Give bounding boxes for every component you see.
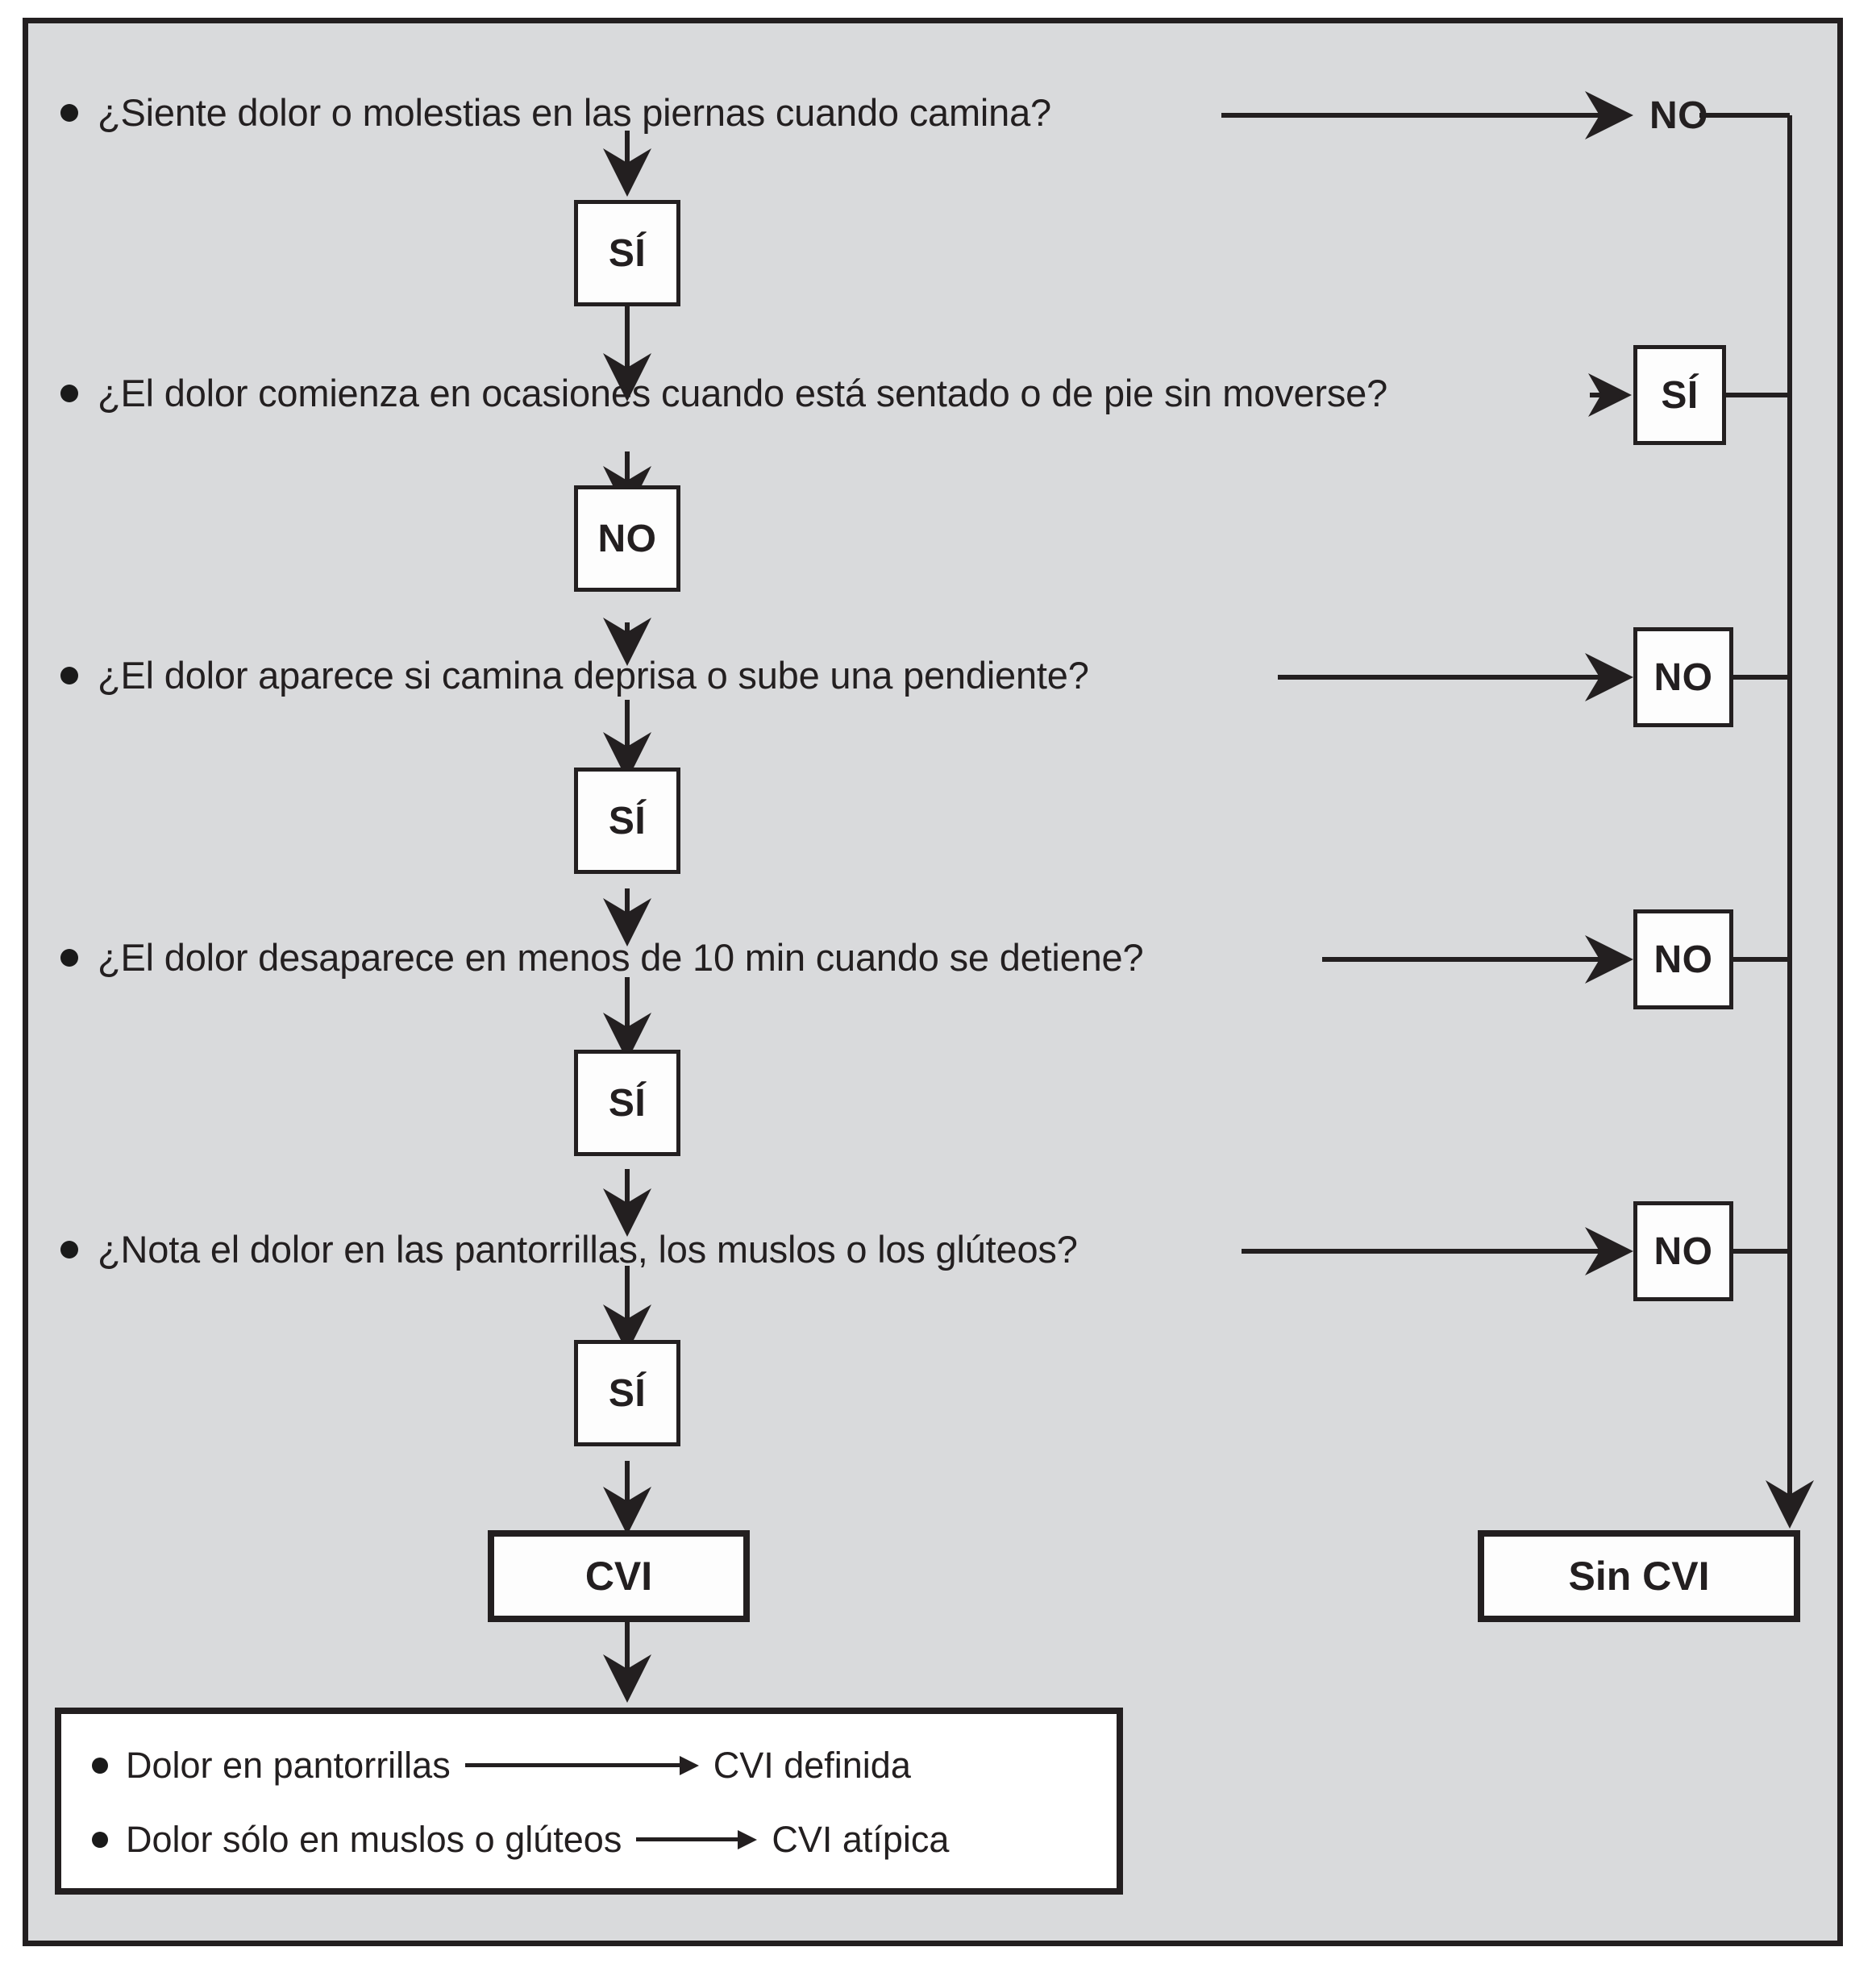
question-row-5: ¿Nota el dolor en las pantorrillas, los … [60,1227,1078,1271]
bullet-icon [60,948,78,967]
result-arrow-icon [636,1830,758,1849]
question-text: ¿El dolor desaparece en menos de 10 min … [98,936,1144,979]
result-condition: Dolor sólo en muslos o glúteos [126,1819,622,1860]
result-outcome: CVI definida [713,1745,911,1786]
bullet-icon [92,1832,108,1848]
terminal-box-cvi[interactable]: CVI [488,1530,750,1622]
bullet-icon [60,103,78,122]
question-text: ¿El dolor comienza en ocasiones cuando e… [98,372,1388,414]
question-row-3: ¿El dolor aparece si camina deprisa o su… [60,653,1089,697]
decision-box-center-1[interactable]: SÍ [574,200,680,306]
question-row-2: ¿El dolor comienza en ocasiones cuando e… [60,371,1387,415]
diagram-panel [23,18,1843,1946]
branch-box-no-3[interactable]: NO [1633,627,1733,727]
decision-box-center-5[interactable]: SÍ [574,1340,680,1446]
decision-box-center-4[interactable]: SÍ [574,1050,680,1156]
result-arrow-icon [464,1756,699,1775]
result-condition: Dolor en pantorrillas [126,1745,451,1786]
question-row-1: ¿Siente dolor o molestias en las piernas… [60,90,1051,135]
bullet-icon [92,1758,108,1774]
question-row-4: ¿El dolor desaparece en menos de 10 min … [60,935,1144,980]
result-outcome: CVI atípica [772,1819,950,1860]
result-row-2: Dolor sólo en muslos o glúteos CVI atípi… [92,1819,949,1861]
bullet-icon [60,1240,78,1259]
question-text: ¿Nota el dolor en las pantorrillas, los … [98,1228,1078,1271]
results-panel: Dolor en pantorrillas CVI definida Dolor… [55,1708,1123,1895]
branch-box-no-4[interactable]: NO [1633,909,1733,1009]
question-text: ¿El dolor aparece si camina deprisa o su… [98,654,1089,697]
bullet-icon [60,384,78,402]
question-text: ¿Siente dolor o molestias en las piernas… [98,91,1051,134]
branch-label-no-1: NO [1649,94,1708,137]
result-row-1: Dolor en pantorrillas CVI definida [92,1745,911,1787]
decision-box-center-3[interactable]: SÍ [574,768,680,874]
bullet-icon [60,666,78,684]
branch-box-no-5[interactable]: NO [1633,1201,1733,1301]
branch-box-si-2[interactable]: SÍ [1633,345,1726,445]
decision-box-center-2[interactable]: NO [574,485,680,592]
terminal-box-sin-cvi[interactable]: Sin CVI [1478,1530,1800,1622]
